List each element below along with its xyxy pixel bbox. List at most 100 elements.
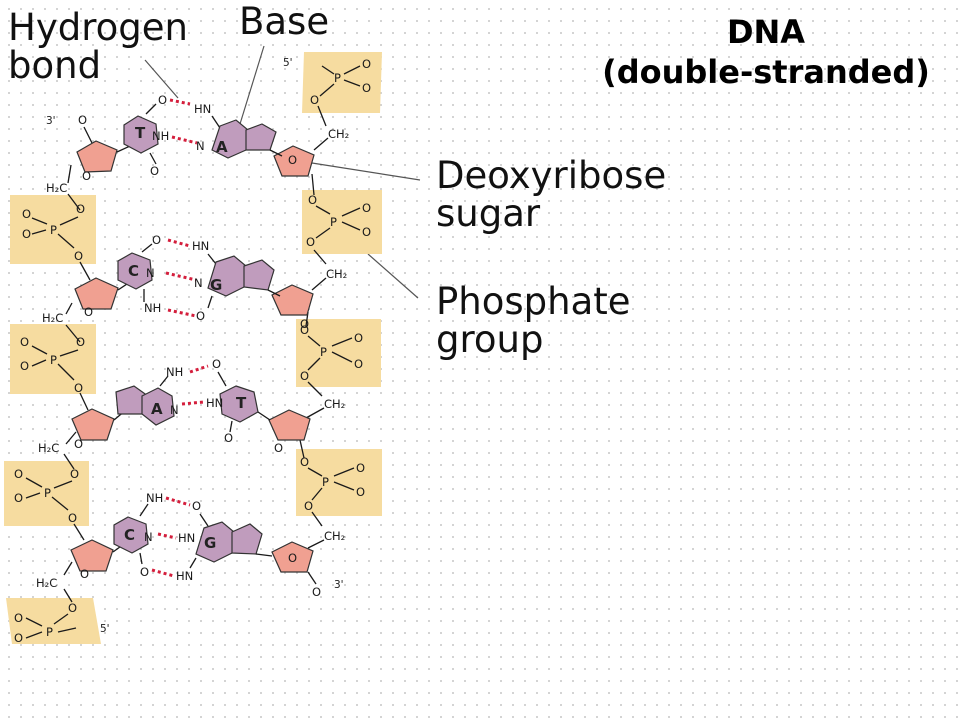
oxygen-atom: O (300, 323, 309, 337)
phosphate-label-line2: group (436, 318, 544, 361)
imine-group: HN (176, 569, 193, 583)
phosphate-group (10, 324, 96, 394)
base-letter: G (204, 534, 216, 552)
oxygen-atom: O (20, 335, 29, 349)
oxygen-atom: O (84, 305, 93, 319)
pyrimidine-ring (117, 252, 153, 290)
oxygen-atom: O (150, 164, 159, 178)
oxygen-atom: O (362, 225, 371, 239)
oxygen-atom: O (300, 455, 309, 469)
oxygen-atom: O (354, 357, 363, 371)
deoxyribose-pointer (311, 162, 421, 181)
oxygen-atom: O (288, 551, 297, 565)
base-letter: C (128, 262, 139, 280)
hydrogen-bond (167, 308, 197, 318)
oxygen-atom: O (152, 233, 161, 247)
hydrogen-bond (169, 98, 191, 106)
oxygen-atom: O (20, 359, 29, 373)
ch2-group: CH₂ (326, 267, 347, 281)
phosphate-group (302, 52, 382, 113)
oxygen-atom: O (310, 93, 319, 107)
amine-group: NH (152, 129, 169, 143)
purine-ring (243, 259, 275, 291)
phosphate-pointer (367, 253, 419, 299)
oxygen-atom: O (76, 202, 85, 216)
oxygen-atom: O (74, 437, 83, 451)
phosphate-group-label: Phosphate group (436, 283, 631, 359)
strand-end-label: 5' (283, 57, 293, 69)
pyrimidine-ring (113, 516, 149, 554)
oxygen-atom: O (356, 485, 365, 499)
oxygen-atom: O (70, 467, 79, 481)
oxygen-atom: O (14, 611, 23, 625)
phosphorus-atom: P (46, 625, 53, 639)
ch2-group: H₂C (38, 441, 59, 455)
oxygen-atom: O (76, 335, 85, 349)
phosphate-label-line1: Phosphate (436, 280, 631, 323)
base-letter: A (216, 138, 228, 156)
right-backbone: P O O O CH₂ O P O O O CH₂ O P O O O (268, 57, 371, 599)
deoxyribose-sugar (271, 541, 314, 573)
phosphorus-atom: P (50, 223, 57, 237)
hydrogen-bond (171, 135, 198, 145)
nitrogen-atom: N (170, 403, 179, 417)
ch2-group: H₂C (36, 576, 57, 590)
purine-ring (231, 523, 263, 555)
phosphate-group (10, 195, 96, 264)
hydrogen-bond (165, 271, 197, 282)
oxygen-atom: O (68, 601, 77, 615)
oxygen-atom: O (158, 93, 167, 107)
oxygen-atom: O (14, 631, 23, 645)
deoxyribose-sugar (271, 284, 314, 316)
hydrogen-bond-label-line1: Hydrogen (8, 6, 188, 49)
base-pointer (239, 45, 265, 125)
strand-end-label: 3' (334, 579, 344, 591)
oxygen-atom: O (78, 113, 87, 127)
deoxyribose-sugar (76, 140, 118, 173)
base-letter: T (236, 394, 247, 412)
hydrogen-bond (165, 496, 191, 507)
ch2-group: H₂C (46, 181, 67, 195)
oxygen-atom: O (308, 193, 317, 207)
hydrogen-bond-label: Hydrogen bond (8, 9, 188, 85)
hydrogen-bond-pointer (144, 59, 179, 99)
phosphorus-atom: P (50, 353, 57, 367)
oxygen-atom: O (68, 511, 77, 525)
nitrogen-atom: N (196, 139, 205, 153)
oxygen-atom: O (22, 207, 31, 221)
oxygen-atom: O (362, 201, 371, 215)
base-letter: A (151, 400, 163, 418)
oxygen-atom: O (192, 499, 201, 513)
oxygen-atom: O (224, 431, 233, 445)
imine-group: HN (206, 396, 223, 410)
strand-end-label: 5' (100, 623, 110, 635)
phosphate-group (296, 449, 382, 516)
deoxyribose-sugar-label: Deoxyribose sugar (436, 157, 666, 233)
oxygen-atom: O (140, 565, 149, 579)
oxygen-atom: O (306, 235, 315, 249)
oxygen-atom: O (82, 169, 91, 183)
base-pair-2: C O N NH HN N G O (117, 233, 281, 323)
ch2-group: CH₂ (324, 529, 345, 543)
hydrogen-bond (167, 238, 191, 248)
deoxyribose-sugar (268, 409, 311, 441)
hydrogen-bond (181, 400, 205, 406)
oxygen-atom: O (274, 441, 283, 455)
amine-group: NH (166, 365, 183, 379)
phosphate-group (6, 598, 101, 644)
base-pair-4: C NH N O O HN G HN (112, 491, 273, 583)
hydrogen-bond-label-line2: bond (8, 44, 102, 87)
phosphorus-atom: P (330, 215, 337, 229)
hydrogen-bond (151, 568, 175, 578)
oxygen-atom: O (14, 467, 23, 481)
oxygen-atom: O (212, 357, 221, 371)
imine-group: HN (178, 531, 195, 545)
oxygen-atom: O (312, 585, 321, 599)
ch2-group: CH₂ (328, 127, 349, 141)
oxygen-atom: O (304, 499, 313, 513)
oxygen-atom: O (288, 153, 297, 167)
amine-group: NH (146, 491, 163, 505)
oxygen-atom: O (74, 381, 83, 395)
nitrogen-atom: N (144, 530, 153, 544)
